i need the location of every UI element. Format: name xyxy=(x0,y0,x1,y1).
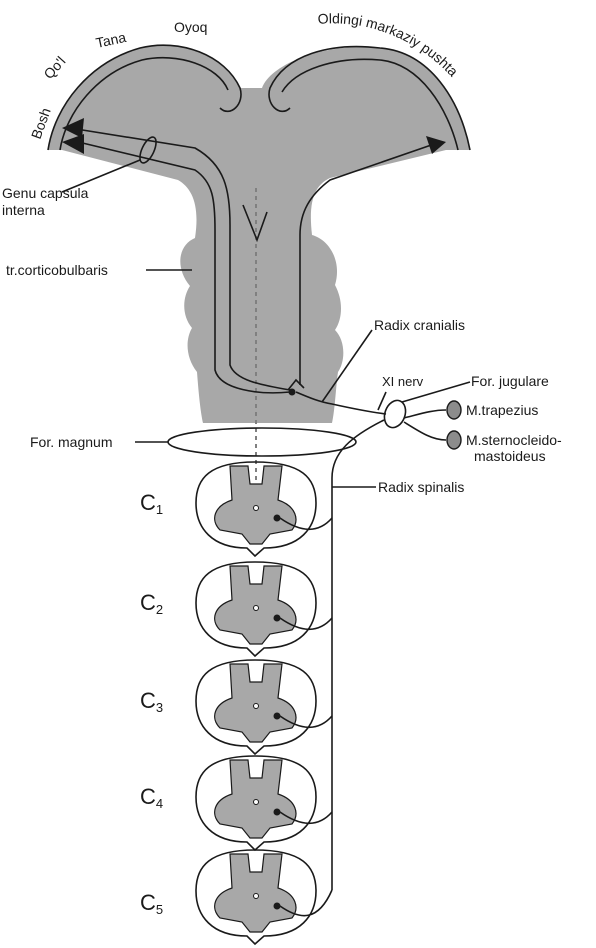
label-for-magnum: For. magnum xyxy=(30,434,112,450)
grey-matter xyxy=(215,566,296,644)
motor-neuron-dot xyxy=(274,515,281,522)
label-tana: Tana xyxy=(94,29,127,51)
central-canal xyxy=(254,606,259,611)
label-m-scm-line2: mastoideus xyxy=(474,448,546,464)
grey-matter xyxy=(215,760,296,838)
spinal-segment-c3 xyxy=(196,660,332,754)
segment-label-c5: C5 xyxy=(140,890,163,917)
grey-matter xyxy=(215,854,296,932)
label-for-jugulare: For. jugulare xyxy=(471,373,549,389)
segment-label-c2: C2 xyxy=(140,590,163,617)
label-m-trapezius: M.trapezius xyxy=(466,402,538,418)
label-radix-cranialis: Radix cranialis xyxy=(374,317,465,333)
spinal-segment-c4 xyxy=(196,756,332,850)
motor-neuron-dot xyxy=(274,903,281,910)
spinal-segment-c2 xyxy=(196,562,332,656)
radix-spinalis-column xyxy=(332,420,384,890)
motor-neuron-dot xyxy=(274,615,281,622)
spinal-segment-c5 xyxy=(196,850,332,944)
label-genu-line1: Genu capsula xyxy=(2,185,89,201)
label-bosh: Bosh xyxy=(28,106,54,141)
label-tract: tr.corticobulbaris xyxy=(6,262,108,278)
segment-label-c1: C1 xyxy=(140,490,163,517)
grey-matter xyxy=(215,664,296,742)
spinal-segment-c1 xyxy=(196,462,332,556)
label-m-scm-line1: M.sternocleido- xyxy=(466,432,562,448)
label-qol: Qo'l xyxy=(40,53,68,82)
branch-scm xyxy=(404,422,446,440)
label-oyoq: Oyoq xyxy=(174,19,207,35)
xi-nerv-pointer xyxy=(378,392,386,410)
label-xi-nerv: XI nerv xyxy=(382,374,424,389)
central-canal xyxy=(254,506,259,511)
segment-label-c3: C3 xyxy=(140,688,163,715)
foramen-magnum xyxy=(168,428,356,456)
jugular-foramen xyxy=(381,397,409,430)
nucleus-dot xyxy=(289,389,296,396)
label-radix-spinalis: Radix spinalis xyxy=(378,479,464,495)
branch-trapezius xyxy=(404,410,446,418)
muscle-trapezius-icon xyxy=(447,401,461,419)
muscle-scm-icon xyxy=(447,431,461,449)
motor-neuron-dot xyxy=(274,713,281,720)
label-genu-line2: interna xyxy=(2,202,45,218)
central-canal xyxy=(254,800,259,805)
segment-label-c4: C4 xyxy=(140,784,163,811)
central-canal xyxy=(254,894,259,899)
motor-neuron-dot xyxy=(274,809,281,816)
central-canal xyxy=(254,704,259,709)
